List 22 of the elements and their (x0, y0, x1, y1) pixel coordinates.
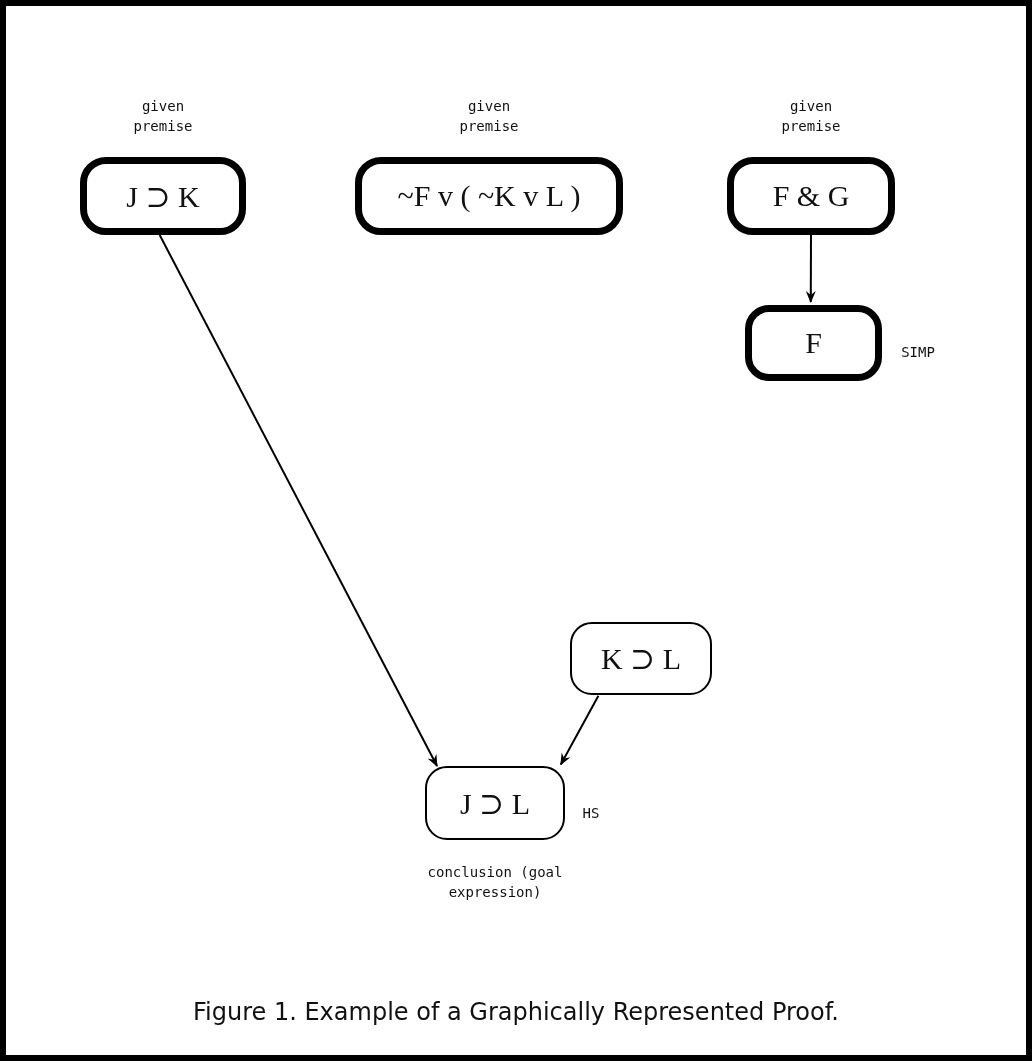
formula-text: K ⊃ L (600, 641, 682, 676)
formula-box (727, 157, 895, 235)
annotation-label: SIMP (900, 343, 936, 362)
annotation-label: conclusion (goal expression) (426, 863, 564, 902)
formula-text: F & G (772, 179, 850, 213)
formula-box (80, 157, 246, 235)
annotation-label: given premise (458, 97, 520, 136)
formula-text: J ⊃ L (459, 785, 531, 821)
formula-box (745, 305, 882, 381)
formula-box (425, 766, 565, 840)
arrow (805, 234, 816, 303)
formula-text: ~F v ( ~K v L ) (397, 179, 581, 213)
formula-box (355, 157, 623, 235)
annotation-label: given premise (780, 97, 842, 136)
annotation-label: given premise (132, 97, 194, 136)
arrow (559, 694, 600, 766)
arrow (158, 234, 439, 767)
figure-caption: Figure 1. Example of a Graphically Represented Proof. (192, 998, 840, 1026)
formula-text: J ⊃ K (126, 178, 200, 214)
formula-text: F (805, 326, 822, 360)
formula-box (570, 622, 712, 695)
annotation-label: HS (581, 804, 601, 823)
